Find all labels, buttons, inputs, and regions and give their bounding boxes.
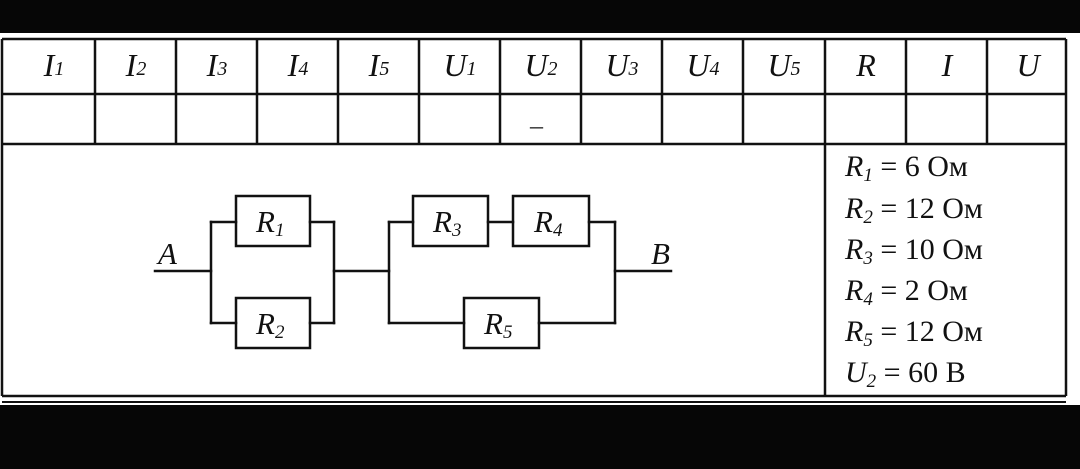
header-cell-u: U	[1016, 47, 1040, 83]
terminal-b-label: B	[651, 236, 670, 271]
resistor-r1-box	[234, 194, 312, 248]
resistor-r3-label: R3	[433, 204, 462, 241]
given-r3: R3 = 10 Ом	[845, 233, 983, 269]
resistor-r1-label: R1	[256, 204, 285, 241]
header-cell-r: R	[856, 47, 876, 83]
given-r1: R1 = 6 Ом	[845, 150, 968, 186]
u2-value-mark: –	[530, 111, 543, 140]
given-r4: R4 = 2 Ом	[845, 274, 968, 310]
resistor-r4-box	[511, 194, 591, 248]
resistor-r2-box	[234, 296, 312, 350]
given-r2: R2 = 12 Ом	[845, 192, 983, 228]
resistor-r3-box	[411, 194, 490, 248]
resistor-r4-label: R4	[534, 204, 563, 241]
resistor-r5-box	[462, 296, 541, 350]
terminal-a-label: A	[158, 236, 177, 271]
table-grid	[0, 37, 1068, 403]
circuit-diagram	[153, 194, 673, 350]
given-u2: U2 = 60 В	[845, 356, 966, 392]
header-cell-i: I	[941, 47, 953, 83]
resistor-r5-label: R5	[484, 306, 513, 343]
given-r5: R5 = 12 Ом	[845, 315, 983, 351]
resistor-r2-label: R2	[256, 306, 285, 343]
